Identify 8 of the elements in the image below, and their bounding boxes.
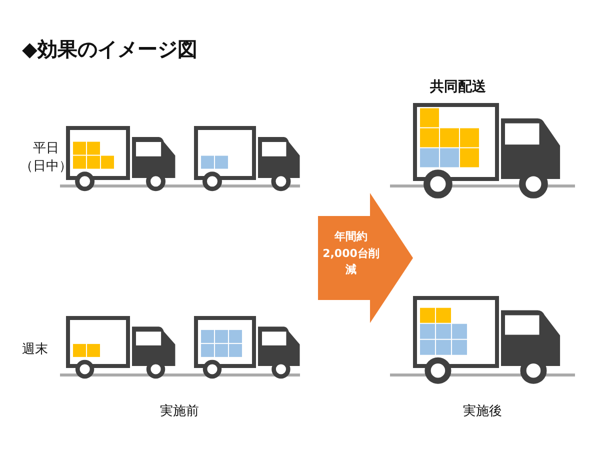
- column-heading: 共同配送: [430, 78, 487, 96]
- heading: ◆効果のイメージ図: [22, 36, 198, 63]
- column-caption: 実施前: [160, 403, 199, 420]
- arrow-label: 年間約2,000台削減: [322, 229, 380, 278]
- row-heading: 週末: [22, 341, 48, 358]
- arrow-shape: [318, 193, 413, 323]
- column-caption: 実施後: [463, 403, 502, 420]
- row-heading: 平日（日中）: [18, 140, 73, 176]
